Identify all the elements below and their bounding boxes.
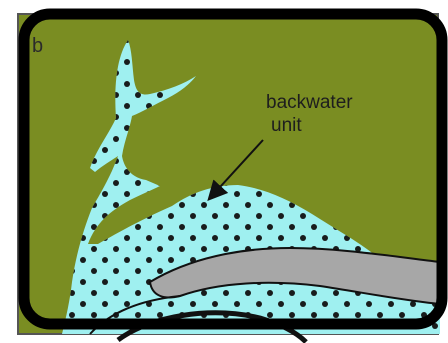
label-unit: unit (271, 115, 302, 136)
panel-letter: b (32, 35, 43, 57)
label-backwater: backwater (266, 92, 353, 113)
